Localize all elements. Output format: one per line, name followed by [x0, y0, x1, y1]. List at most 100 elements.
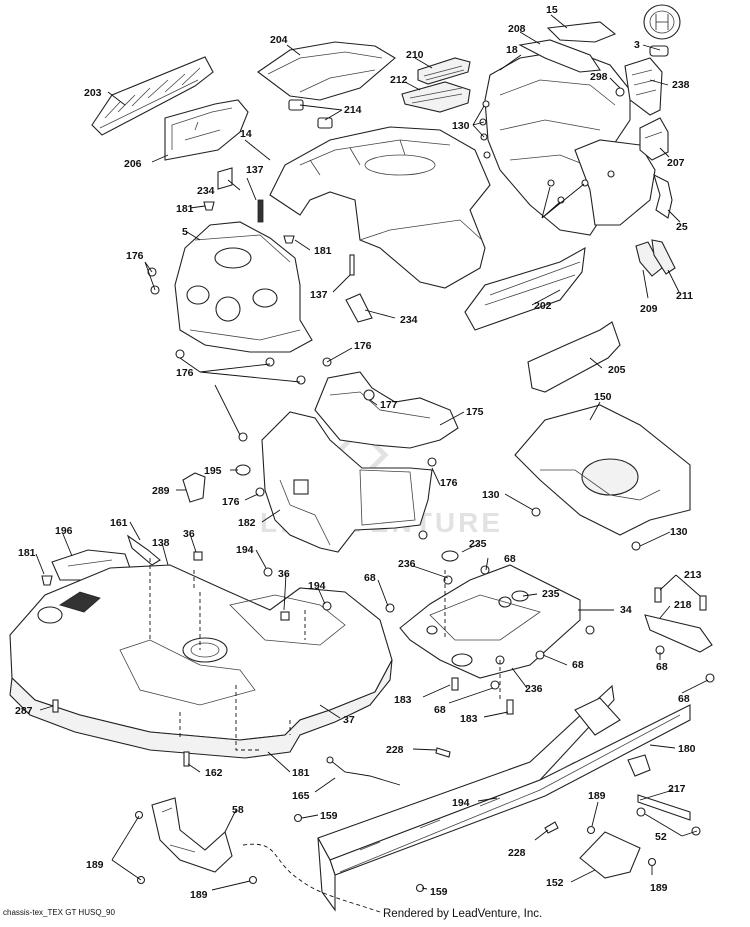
part-37-fender-body[interactable] — [9, 564, 393, 759]
part-182-lower-dash[interactable] — [261, 411, 433, 553]
part-5-dash-panel[interactable] — [174, 221, 313, 353]
part-238-side-grill[interactable] — [624, 57, 663, 116]
callout-210: 210 — [406, 49, 424, 61]
rendered-by-label: Rendered by LeadVenture, Inc. — [383, 908, 543, 920]
part-212-grill[interactable] — [401, 81, 471, 113]
callout-58: 58 — [232, 804, 244, 816]
callout-176-right: 176 — [354, 340, 372, 352]
part-206-bracket[interactable] — [164, 99, 249, 161]
callout-194-right: 194 — [308, 580, 326, 592]
callout-235-mid: 235 — [542, 588, 560, 600]
callout-196: 196 — [55, 525, 73, 537]
callout-137-mid: 137 — [310, 289, 328, 301]
callout-52: 52 — [655, 831, 667, 843]
callout-68-mid: 68 — [572, 659, 584, 671]
part-177-washer[interactable] — [363, 389, 375, 401]
callout-152: 152 — [546, 877, 564, 889]
part-217-link[interactable] — [637, 794, 691, 821]
callout-236-top: 236 — [398, 558, 416, 570]
callout-165: 165 — [292, 790, 310, 802]
callout-189-br: 189 — [650, 882, 668, 894]
part-165-rod[interactable] — [326, 756, 401, 786]
part-58-bracket[interactable] — [151, 797, 233, 873]
part-68-bolts-plate[interactable] — [385, 565, 595, 690]
part-3-logo-emblem[interactable] — [643, 4, 681, 57]
callout-labels: 15 3 208 18 298 238 204 210 212 214 203 … — [15, 4, 702, 901]
callout-209: 209 — [640, 303, 658, 315]
part-234-tag[interactable] — [217, 167, 373, 323]
part-137-pin[interactable] — [257, 199, 355, 276]
part-175-console-bracket[interactable] — [314, 371, 459, 449]
callout-189-bottom: 189 — [190, 889, 208, 901]
callout-183-right: 183 — [460, 713, 478, 725]
callout-217: 217 — [668, 783, 686, 795]
callout-206: 206 — [124, 158, 142, 170]
part-195-cap[interactable] — [235, 464, 251, 476]
part-180-frame[interactable] — [317, 684, 691, 912]
callout-130-left: 130 — [482, 489, 500, 501]
callout-205: 205 — [608, 364, 626, 376]
part-202-grille[interactable] — [464, 246, 586, 331]
callout-181-left: 181 — [18, 547, 36, 559]
callout-137-top: 137 — [246, 164, 264, 176]
part-235-bushing[interactable] — [441, 550, 529, 602]
part-207-headlight[interactable] — [639, 117, 669, 161]
callout-36-right: 36 — [278, 568, 290, 580]
callout-15: 15 — [546, 4, 558, 16]
part-204-hood-pad[interactable] — [257, 41, 396, 101]
callout-68-top: 68 — [504, 553, 516, 565]
callout-189-left: 189 — [86, 859, 104, 871]
callout-213: 213 — [684, 569, 702, 581]
part-209-side-grill[interactable] — [635, 241, 663, 277]
callout-181-top: 181 — [176, 203, 194, 215]
part-152-guard[interactable] — [579, 831, 641, 879]
callout-218: 218 — [674, 599, 692, 611]
part-287-bolt[interactable] — [52, 699, 59, 713]
part-159-screws[interactable] — [293, 813, 425, 893]
part-14-hood[interactable] — [269, 126, 491, 289]
part-161-knob[interactable] — [126, 534, 161, 566]
part-183-bolts[interactable] — [451, 677, 514, 715]
part-211-side-grill[interactable] — [651, 239, 676, 275]
part-181-fasteners-dash[interactable] — [203, 201, 295, 244]
part-210-grill[interactable] — [417, 57, 471, 85]
callout-228-top: 228 — [386, 744, 404, 756]
callout-298: 298 — [590, 71, 608, 83]
callout-204: 204 — [270, 34, 288, 46]
callout-177: 177 — [380, 399, 398, 411]
callout-234-top: 234 — [197, 185, 215, 197]
callout-194-low: 194 — [452, 797, 470, 809]
callout-181-low: 181 — [292, 767, 310, 779]
part-25-bracket[interactable] — [653, 173, 673, 219]
part-150-pan[interactable] — [514, 404, 691, 536]
part-213-bolts[interactable] — [654, 587, 707, 611]
callout-176-lower: 176 — [222, 496, 240, 508]
callout-5: 5 — [182, 226, 188, 238]
part-18-front-grille[interactable] — [484, 49, 656, 236]
callout-189-right: 189 — [588, 790, 606, 802]
part-15-strip[interactable] — [546, 21, 617, 43]
part-34-seat-plate[interactable] — [399, 564, 581, 679]
part-68-bolts-bracket[interactable] — [655, 645, 715, 683]
leader-lines — [35, 14, 709, 891]
part-205-panel[interactable] — [527, 321, 621, 393]
callout-34: 34 — [620, 604, 632, 616]
part-36-pin[interactable] — [193, 551, 290, 621]
callout-195: 195 — [204, 465, 222, 477]
part-214-clips[interactable] — [288, 99, 333, 129]
callout-181-mid: 181 — [314, 245, 332, 257]
part-162-bolt[interactable] — [183, 751, 190, 767]
diagram-id-label: chassis-tex_TEX GT HUSQ_90 — [3, 908, 115, 917]
part-176-fasteners-dash[interactable] — [147, 267, 437, 540]
callout-138: 138 — [152, 537, 170, 549]
part-218-bracket[interactable] — [644, 614, 713, 653]
part-208-side-trim[interactable] — [518, 39, 601, 73]
part-189-screws[interactable] — [134, 810, 657, 885]
callout-14: 14 — [240, 128, 252, 140]
part-289-bracket[interactable] — [182, 472, 206, 503]
part-52-nuts[interactable] — [636, 807, 701, 836]
callout-211: 211 — [676, 290, 693, 302]
callout-150: 150 — [594, 391, 612, 403]
part-298-bolt[interactable] — [615, 87, 625, 97]
